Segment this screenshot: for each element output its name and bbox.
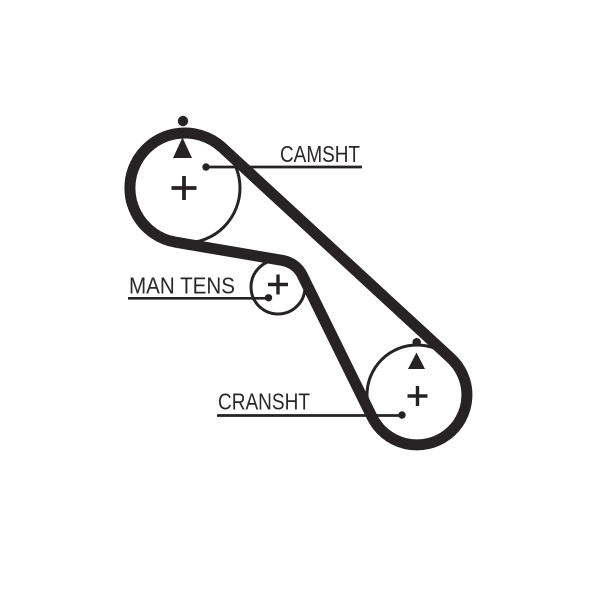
crankshaft-leader-dot bbox=[398, 411, 406, 419]
crankshaft-center-cross-icon bbox=[407, 386, 428, 406]
camshaft-center-cross-icon bbox=[171, 176, 197, 200]
camshaft-label: CAMSHT bbox=[280, 141, 360, 167]
timing-belt bbox=[124, 127, 473, 451]
crankshaft-alignment-triangle-icon bbox=[408, 352, 425, 369]
tensioner-leader-dot bbox=[264, 294, 273, 302]
tensioner-label: MAN TENS bbox=[129, 273, 235, 299]
crankshaft-alignment-dot-icon bbox=[412, 338, 422, 347]
tensioner-center-cross-icon bbox=[268, 274, 288, 295]
camshaft-alignment-triangle-icon bbox=[173, 137, 192, 158]
tensioner-markers bbox=[268, 274, 288, 295]
crankshaft-label: CRANSHT bbox=[218, 389, 310, 415]
camshaft-alignment-dot-icon bbox=[177, 115, 189, 127]
camshaft-markers bbox=[171, 115, 197, 200]
tensioner-callout: MAN TENS bbox=[128, 273, 273, 302]
crankshaft-markers bbox=[407, 338, 428, 406]
camshaft-leader-dot bbox=[202, 163, 210, 171]
camshaft-callout: CAMSHT bbox=[202, 141, 362, 171]
